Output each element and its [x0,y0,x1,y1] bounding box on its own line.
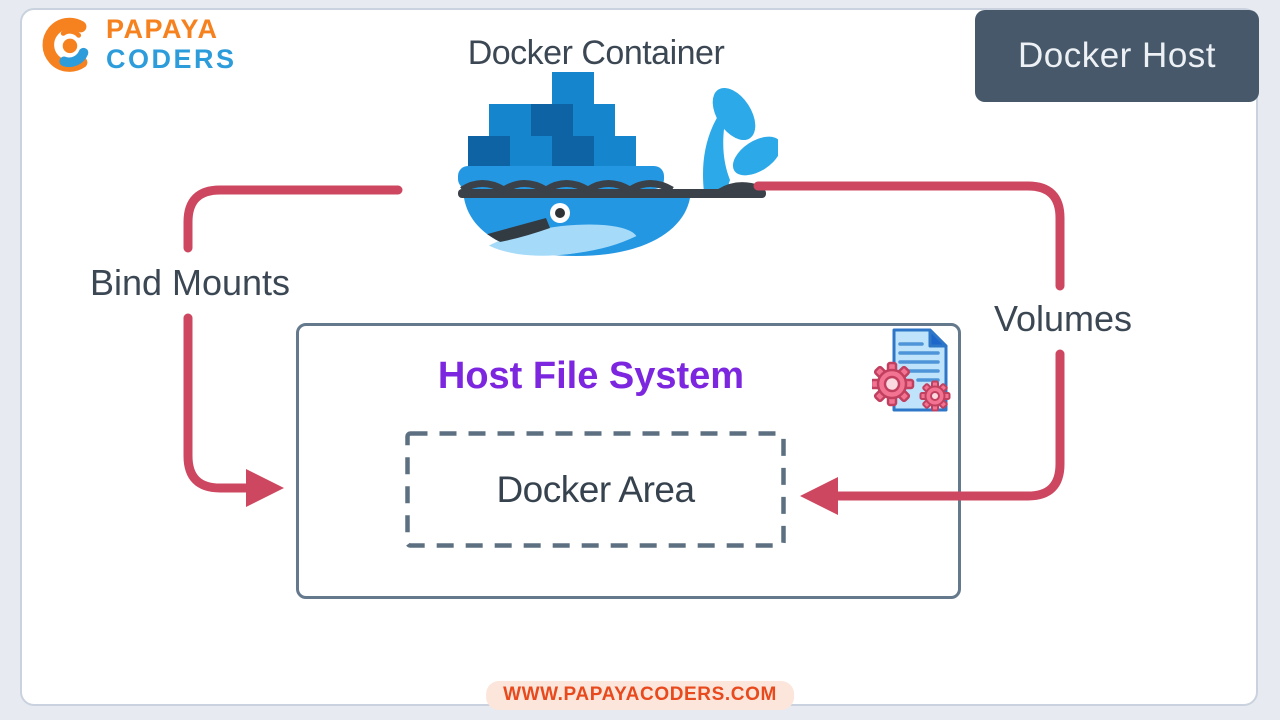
volumes-label: Volumes [993,298,1133,339]
website-badge: WWW.PAPAYACODERS.COM [486,681,794,710]
docker-host-badge: Docker Host [975,10,1259,102]
document-gears-icon [872,328,951,412]
logo-word-papaya: PAPAYA [106,13,219,44]
bind-mounts-label: Bind Mounts [89,262,291,303]
host-file-system-title: Host File System [437,355,745,397]
logo-wordmark: PAPAYA CODERS [106,13,237,74]
large-gear-icon [872,361,915,407]
papaya-coders-logo-icon [42,17,89,72]
papayacoders-logo: PAPAYA CODERS [40,14,237,74]
docker-area-dashed-box: Docker Area [405,431,786,548]
docker-host-label: Docker Host [1017,36,1217,75]
docker-area-label: Docker Area [496,468,695,510]
dashed-border [405,431,786,548]
small-gear-icon [919,380,951,412]
docker-container-label: Docker Container [467,34,725,72]
logo-word-coders: CODERS [106,43,237,74]
docker-whale-icon [458,72,778,260]
website-label: WWW.PAPAYACODERS.COM [503,684,777,705]
